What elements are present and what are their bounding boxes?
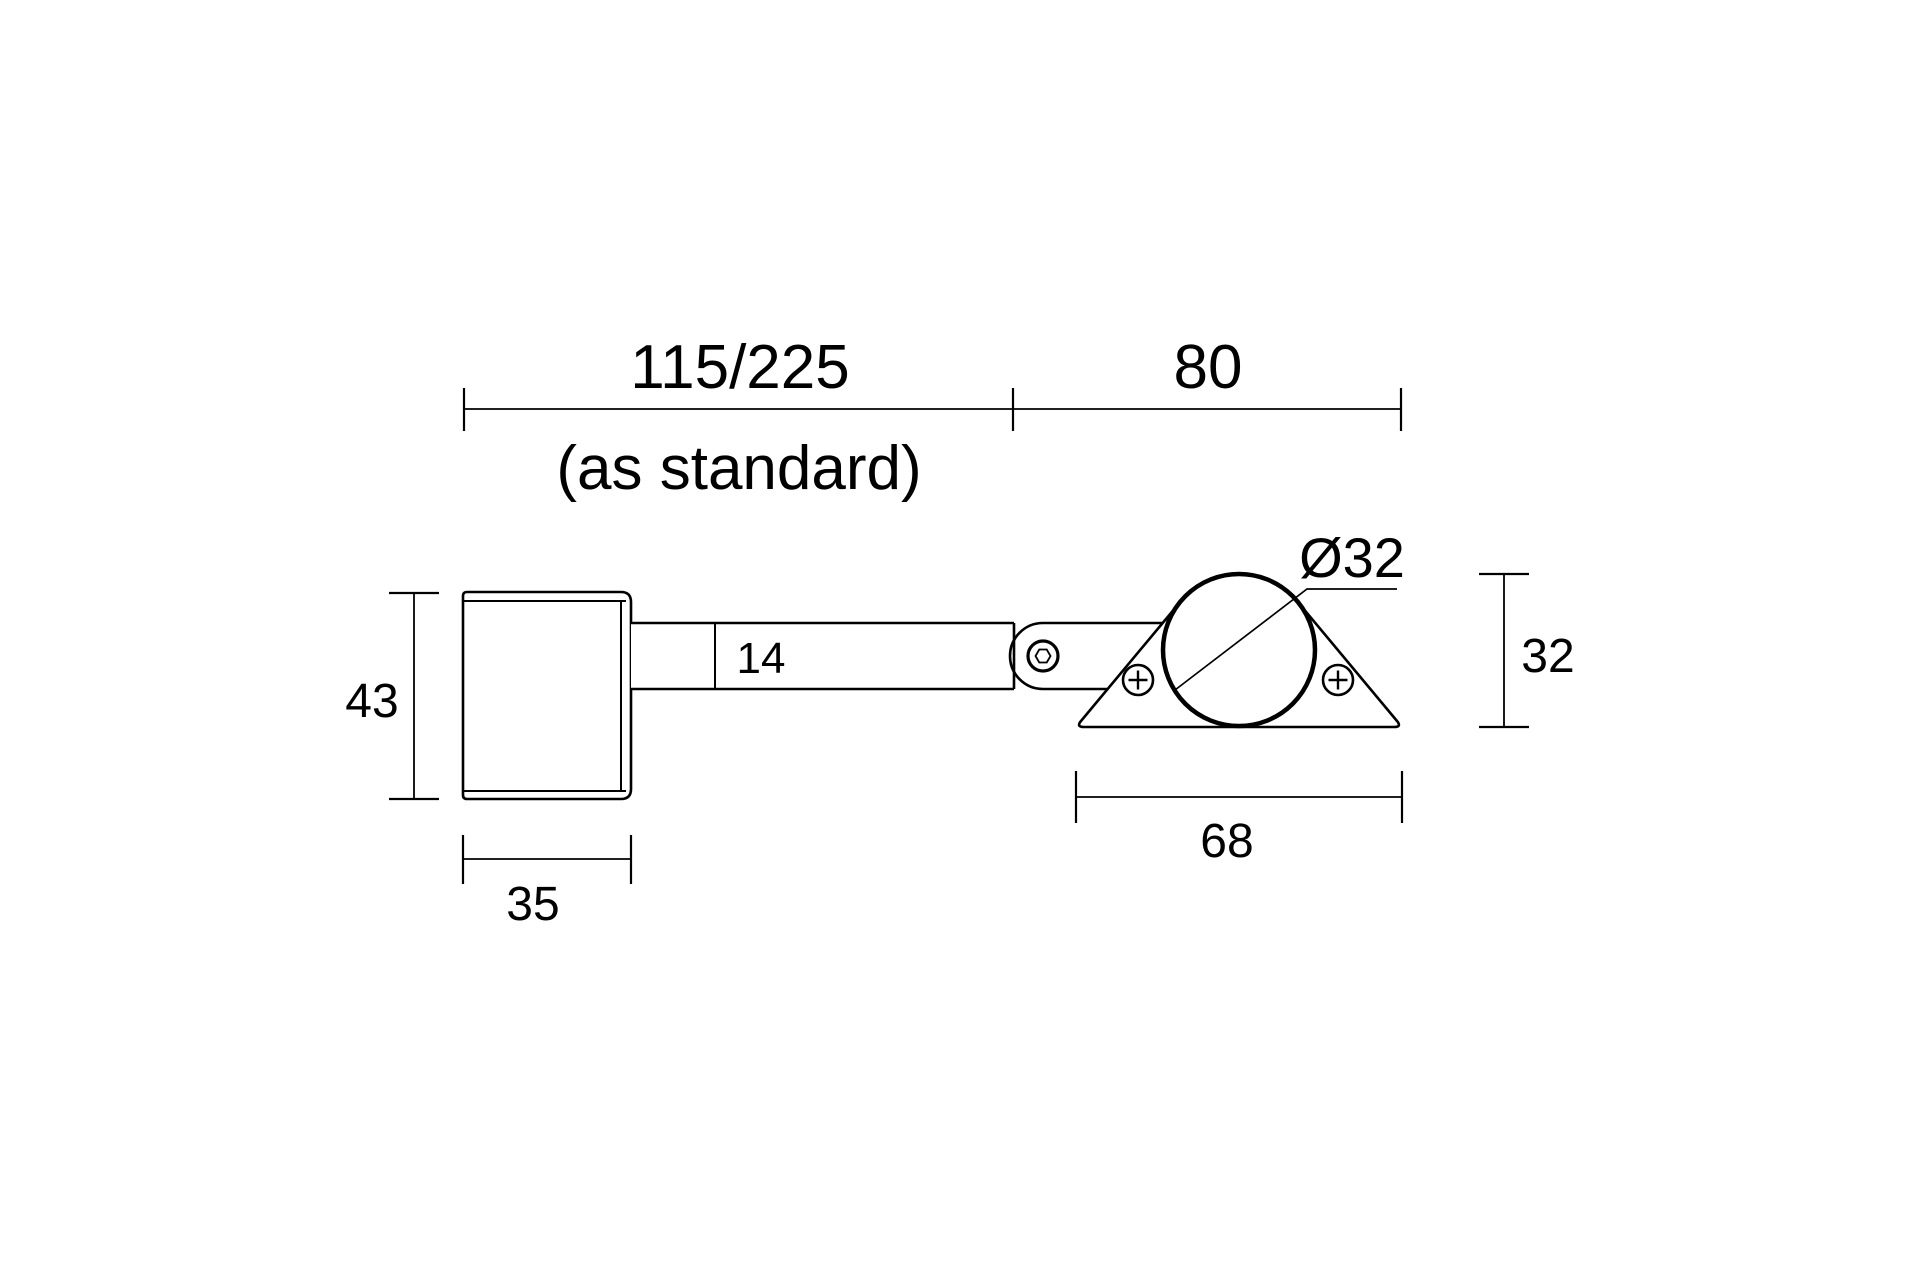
extension-arm bbox=[631, 621, 1016, 691]
dim-label-head-width: 35 bbox=[506, 878, 559, 931]
dim-plate-width bbox=[1074, 771, 1404, 823]
dim-label-arm-thickness: 14 bbox=[737, 634, 786, 683]
pivot-link bbox=[1008, 621, 1170, 691]
dim-head-height bbox=[389, 591, 439, 801]
tube-clamp-circle bbox=[1160, 571, 1318, 729]
dim-label-tube-diameter: Ø32 bbox=[1299, 526, 1405, 589]
screw-right-icon bbox=[1321, 663, 1355, 697]
dim-label-joint-to-plate: 80 bbox=[1174, 333, 1243, 402]
screw-left-icon bbox=[1121, 663, 1155, 697]
dim-arm-length bbox=[462, 388, 1403, 431]
extension-arm-body bbox=[631, 623, 1014, 689]
dim-label-arm-length: 115/225 bbox=[630, 333, 850, 402]
dim-note-as-standard: (as standard) bbox=[556, 434, 921, 503]
pivot-bolt-hex-socket-icon bbox=[1034, 648, 1052, 664]
dim-label-plate-height: 32 bbox=[1521, 630, 1574, 683]
dim-plate-height bbox=[1479, 572, 1529, 729]
lamp-head bbox=[461, 590, 633, 801]
dim-head-width bbox=[461, 835, 633, 884]
diameter-leader-line bbox=[1174, 588, 1397, 691]
lamp-head-outline bbox=[461, 590, 633, 801]
dim-label-head-height: 43 bbox=[345, 675, 398, 728]
dim-label-plate-width: 68 bbox=[1200, 815, 1253, 868]
pivot-bolt-icon bbox=[1026, 639, 1060, 673]
